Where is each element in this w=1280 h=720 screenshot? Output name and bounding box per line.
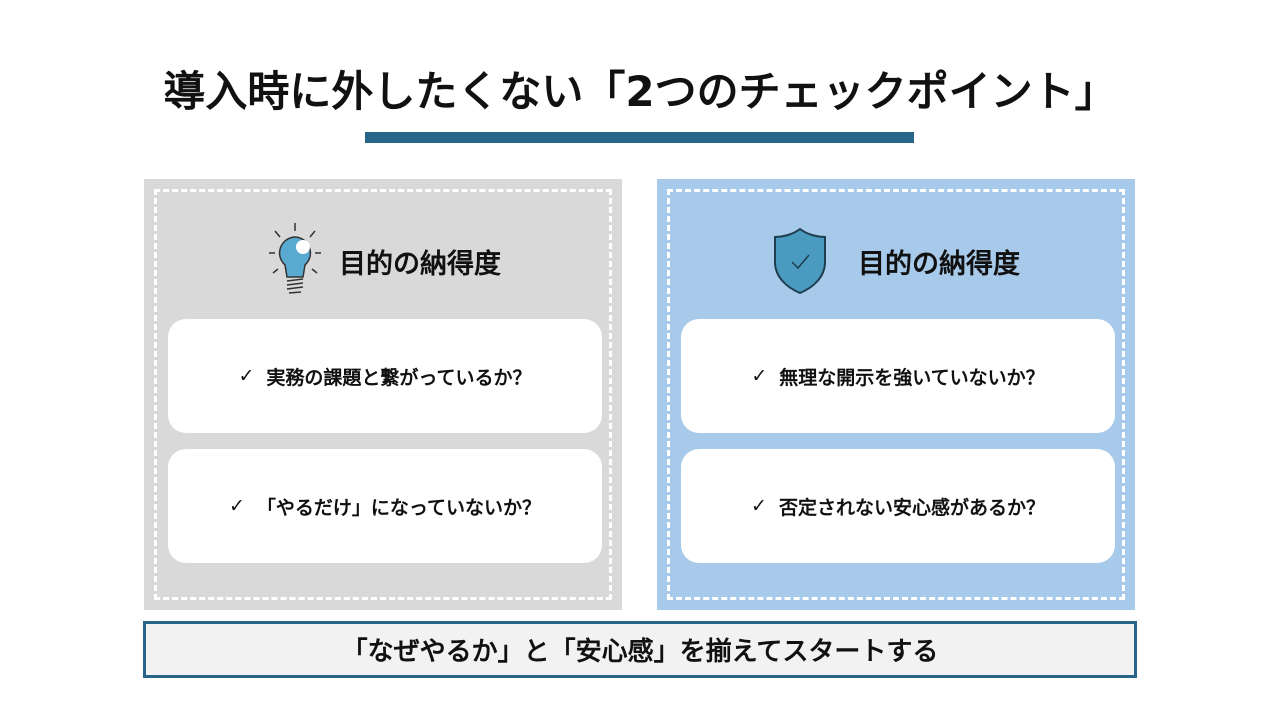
checkpoint-text: 否定されない安心感があるか？ xyxy=(778,496,1045,519)
dashed-border xyxy=(154,189,612,600)
dashed-border xyxy=(667,189,1125,600)
summary-banner: 「なぜやるか」と「安心感」を揃えてスタートする xyxy=(143,621,1137,678)
checkpoint-text: 無理な開示を強いていないか？ xyxy=(779,366,1045,389)
lightbulb-icon xyxy=(269,223,321,294)
slide-title: 導入時に外したくない「2つのチェックポイント」 xyxy=(163,67,1117,116)
panel-header: 目的の納得度 xyxy=(657,227,1135,295)
check-icon: ✓ xyxy=(751,495,767,517)
check-icon: ✓ xyxy=(229,495,245,517)
checkpoint-text: 実務の課題と繋がっているか？ xyxy=(266,366,532,389)
checkpoint-text: 「やるだけ」になっていないか？ xyxy=(256,496,541,519)
checkpoint-card: ✓ 無理な開示を強いていないか？ xyxy=(681,319,1115,433)
check-icon: ✓ xyxy=(238,365,255,387)
checkpoint-card: ✓ 実務の課題と繋がっているか？ xyxy=(168,319,602,433)
left-panel: 目的の納得度 ✓ 実務の課題と繋がっているか？ ✓ 「やるだけ」になっていないか？ xyxy=(144,179,622,610)
panel-heading: 目的の納得度 xyxy=(339,248,501,280)
check-icon: ✓ xyxy=(751,365,768,387)
panel-heading: 目的の納得度 xyxy=(858,248,1020,280)
checkpoint-card: ✓ 否定されない安心感があるか？ xyxy=(681,449,1115,563)
panel-header: 目的の納得度 xyxy=(144,223,622,294)
title-underline xyxy=(365,132,914,143)
right-panel: 目的の納得度 ✓ 無理な開示を強いていないか？ ✓ 否定されない安心感があるか？ xyxy=(657,179,1135,610)
checkpoint-card: ✓ 「やるだけ」になっていないか？ xyxy=(168,449,602,563)
shield-check-icon xyxy=(774,227,826,295)
